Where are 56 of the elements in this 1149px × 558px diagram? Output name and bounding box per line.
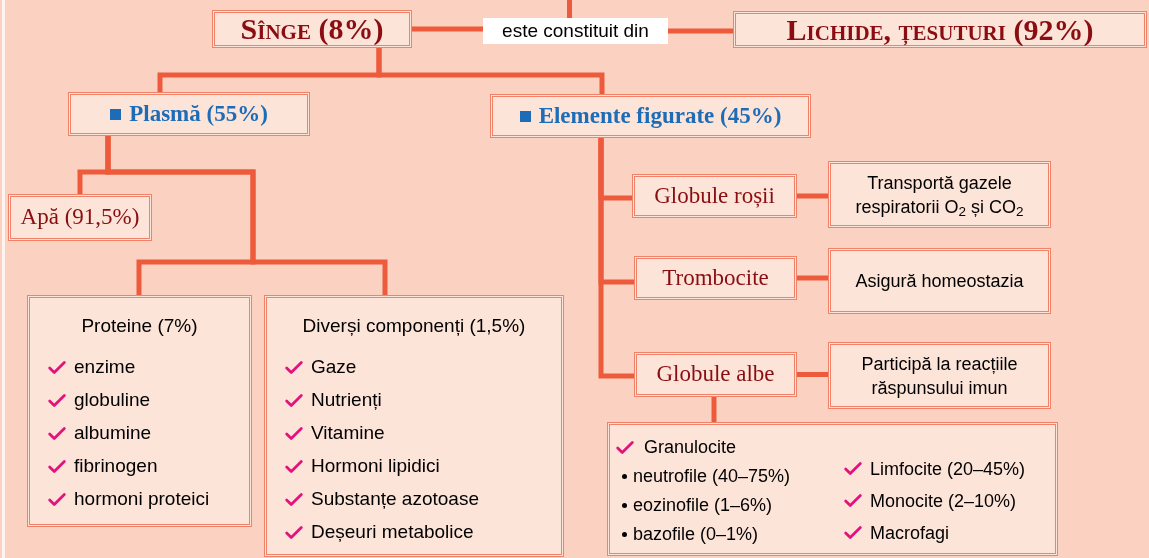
list-item-text: hormoni proteici <box>74 487 210 512</box>
connector-line <box>567 0 572 18</box>
list-item-text: Gaze <box>311 355 357 380</box>
title-box <box>212 10 412 48</box>
list-item-text: Vitamine <box>311 421 385 446</box>
connector-line <box>797 193 828 199</box>
function-text: Transportă gazele respiratorii O$_{2}$ și CO$_{2}$ <box>854 171 1025 219</box>
title-text: Sînge (8%) <box>240 14 384 44</box>
list-item-text: eozinofile (1–6%) <box>633 494 773 517</box>
function-box <box>828 248 1051 314</box>
category-text: Plasmă (55%) <box>129 99 268 128</box>
function-box <box>828 161 1051 228</box>
category-box <box>68 92 310 136</box>
connector-line <box>598 138 634 379</box>
cell-type-text: Apă (91,5%) <box>20 203 140 232</box>
connector-line <box>797 372 828 377</box>
function-box <box>828 342 1051 409</box>
function-text: Participă la reacțiile răspunsului imun <box>860 352 1019 400</box>
cell-type-text: Trombocite <box>662 263 769 292</box>
cell-type-text: Globule roșii <box>654 181 775 210</box>
list-item-text: enzime <box>74 355 136 380</box>
list-heading: Proteine (7%) <box>80 314 199 338</box>
list-item-text: Hormoni lipidici <box>311 454 440 479</box>
title-box <box>733 11 1147 48</box>
list-item-text: Granulocite <box>644 436 737 459</box>
list-item-text: globuline <box>74 388 151 413</box>
cell-type-box <box>8 194 152 241</box>
title-text: Lichide, țesuturi (92%) <box>786 14 1094 45</box>
list-item-text: Limfocite (20–45%) <box>870 457 1026 481</box>
list-box <box>607 422 1058 556</box>
list-item-text: albumine <box>74 421 152 446</box>
function-text: Asigură homeostazia <box>855 270 1024 293</box>
list-item-text: Monocite (2–10%) <box>870 489 1017 513</box>
category-box <box>490 94 811 138</box>
list-heading: Diverși componenți (1,5%) <box>301 314 527 338</box>
connector-line <box>105 136 388 295</box>
list-item-text: fibrinogen <box>74 454 158 479</box>
cell-type-box <box>634 256 797 300</box>
cell-type-box <box>632 174 797 218</box>
connector-line <box>711 397 717 422</box>
list-item-text: Deșeuri metabolice <box>311 520 474 545</box>
list-item-text: Substanțe azotoase <box>311 487 479 512</box>
category-text: Elemente figurate (45%) <box>538 101 782 130</box>
connector-line <box>376 48 605 94</box>
connector-line <box>668 28 733 34</box>
list-item-text: Macrofagi <box>870 521 950 545</box>
list-item-text: bazofile (0–1%) <box>633 523 759 546</box>
connector-line <box>412 26 483 32</box>
list-item-text: neutrofile (40–75%) <box>633 465 791 488</box>
connector-line <box>797 275 828 281</box>
edge-label: este constituit din <box>483 18 668 44</box>
list-box <box>264 295 564 557</box>
cell-type-box <box>634 352 797 397</box>
cell-type-text: Globule albe <box>656 360 775 389</box>
list-item-text: Nutrienți <box>311 388 382 413</box>
list-box <box>27 295 252 527</box>
